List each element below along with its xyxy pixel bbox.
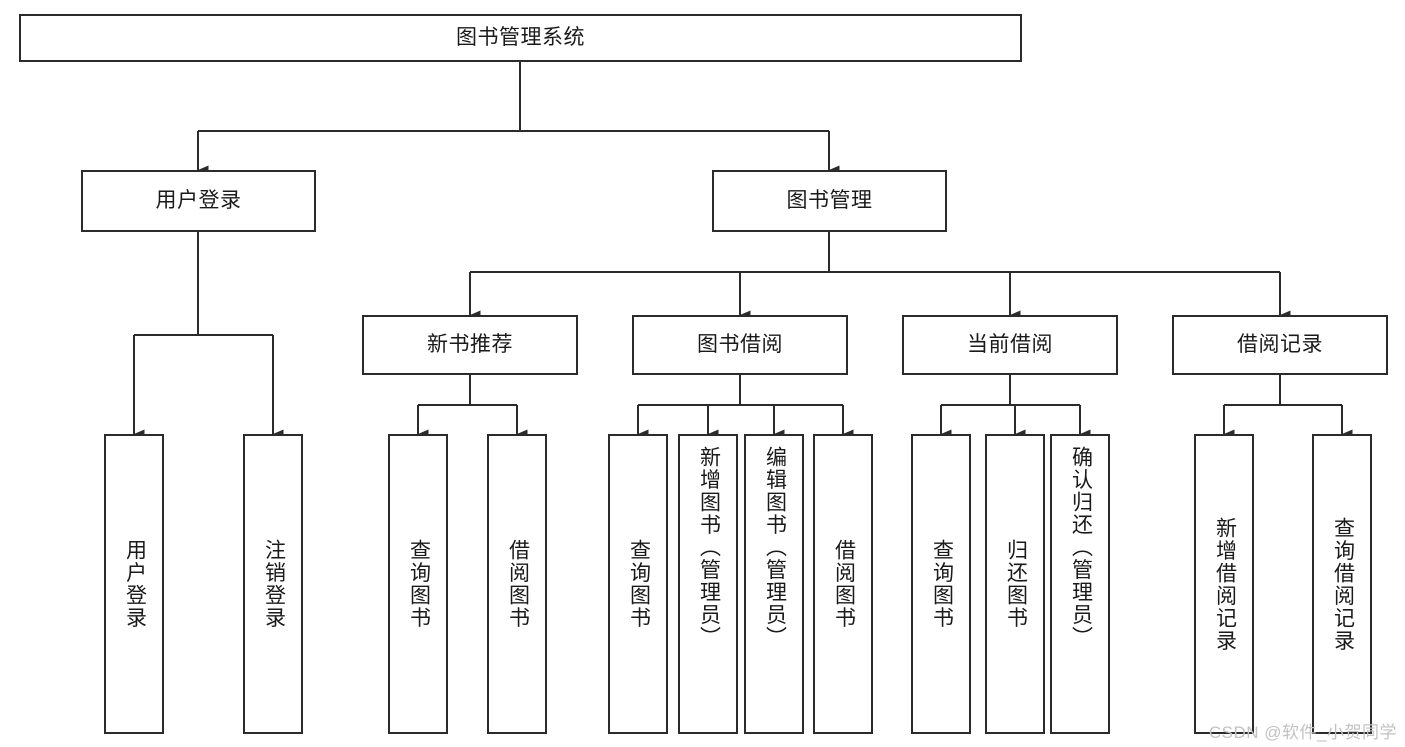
node-leaf-query-book-current[interactable]: 查询图书 — [911, 434, 971, 734]
node-label-leaf-borrow-book-rec: 借阅图书 — [506, 539, 530, 629]
node-leaf-user-login[interactable]: 用户登录 — [104, 434, 164, 734]
node-leaf-logout-login[interactable]: 注销登录 — [243, 434, 303, 734]
node-label-leaf-query-borrow-record: 查询借阅记录 — [1331, 516, 1355, 652]
node-new-book-recommend[interactable]: 新书推荐 — [362, 315, 578, 375]
node-borrow-record[interactable]: 借阅记录 — [1172, 315, 1388, 375]
node-leaf-edit-book-admin[interactable]: 编辑图书（管理员） — [744, 434, 804, 734]
node-label-leaf-query-book-rec: 查询图书 — [407, 539, 431, 629]
node-book-management[interactable]: 图书管理 — [712, 170, 947, 232]
node-label-user-login: 用户登录 — [155, 189, 242, 213]
node-label-leaf-logout-login: 注销登录 — [262, 539, 286, 629]
node-leaf-query-borrow-record[interactable]: 查询借阅记录 — [1312, 434, 1372, 734]
node-leaf-borrow-book[interactable]: 借阅图书 — [813, 434, 873, 734]
node-label-leaf-add-book-admin: 新增图书（管理员） — [697, 446, 721, 649]
node-label-book-borrow: 图书借阅 — [697, 333, 783, 357]
node-label-leaf-confirm-return-admin: 确认归还（管理员） — [1069, 446, 1093, 649]
node-label-leaf-query-book-current: 查询图书 — [930, 539, 954, 629]
node-label-leaf-borrow-book: 借阅图书 — [832, 539, 856, 629]
node-label-leaf-user-login: 用户登录 — [123, 539, 147, 629]
node-label-book-management: 图书管理 — [786, 189, 873, 213]
node-label-leaf-edit-book-admin: 编辑图书（管理员） — [763, 446, 787, 649]
connector-group — [132, 62, 1353, 439]
node-leaf-query-book-rec[interactable]: 查询图书 — [388, 434, 448, 734]
node-label-root: 图书管理系统 — [456, 26, 585, 50]
node-leaf-confirm-return-admin[interactable]: 确认归还（管理员） — [1050, 434, 1110, 734]
node-root[interactable]: 图书管理系统 — [19, 14, 1022, 62]
node-current-borrow[interactable]: 当前借阅 — [902, 315, 1118, 375]
node-label-leaf-return-book: 归还图书 — [1004, 539, 1028, 629]
node-user-login[interactable]: 用户登录 — [81, 170, 316, 232]
node-book-borrow[interactable]: 图书借阅 — [632, 315, 848, 375]
node-label-leaf-query-book-borrow: 查询图书 — [627, 539, 651, 629]
node-leaf-return-book[interactable]: 归还图书 — [985, 434, 1045, 734]
node-leaf-query-book-borrow[interactable]: 查询图书 — [608, 434, 668, 734]
node-leaf-borrow-book-rec[interactable]: 借阅图书 — [487, 434, 547, 734]
node-leaf-add-book-admin[interactable]: 新增图书（管理员） — [678, 434, 738, 734]
node-leaf-add-borrow-record[interactable]: 新增借阅记录 — [1194, 434, 1254, 734]
node-label-current-borrow: 当前借阅 — [967, 333, 1053, 357]
node-label-new-book-recommend: 新书推荐 — [427, 333, 513, 357]
node-label-borrow-record: 借阅记录 — [1237, 333, 1323, 357]
node-label-leaf-add-borrow-record: 新增借阅记录 — [1213, 516, 1237, 652]
